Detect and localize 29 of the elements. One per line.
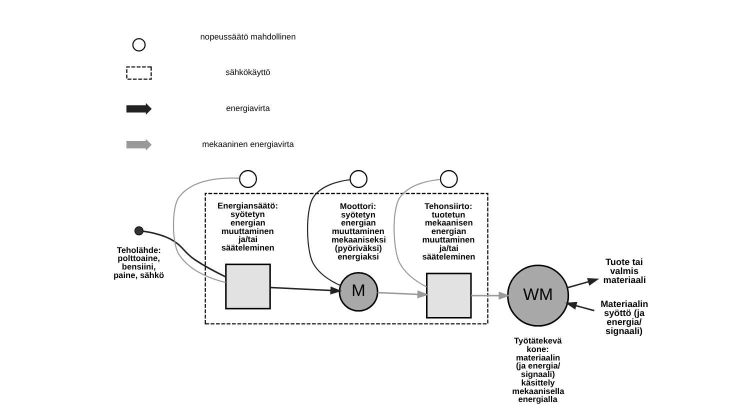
arrow bbox=[564, 302, 594, 312]
legend-label: energiavirta bbox=[226, 103, 270, 114]
legend-label: nopeussäätö mahdollinen bbox=[200, 31, 296, 42]
legend-label: mekaaninen energiavirta bbox=[202, 138, 294, 149]
node-circle bbox=[349, 170, 367, 188]
node-circle bbox=[134, 226, 144, 236]
legend-label: sähkökäyttö bbox=[225, 67, 270, 78]
node-label: Teholähde: polttoaine, bensiini, paine, sähkö bbox=[112, 244, 164, 280]
node-circle bbox=[238, 170, 256, 188]
node-box bbox=[426, 272, 472, 319]
node-text: Materiaalin syöttö (ja energia/ signaali) bbox=[600, 298, 648, 336]
node-circle bbox=[439, 170, 458, 188]
node-label: Moottori: syötetyn energian muuttaminen mekaaniseksi (pyöriväksi) energiaksi bbox=[330, 200, 386, 262]
node-circle: M bbox=[338, 272, 378, 312]
connector bbox=[172, 177, 240, 284]
node-box bbox=[224, 264, 270, 310]
arrow bbox=[270, 286, 342, 294]
connector bbox=[306, 179, 350, 286]
connector bbox=[393, 178, 440, 288]
cluster bbox=[204, 192, 488, 324]
node-label: Tehonsiirto: tuotetun mekaanisen energian muuttaminen ja/tai sääteleminen bbox=[422, 200, 475, 262]
node-label: Energiansäätö: syötetyn energian muuttaminen ja/tai sääteleminen bbox=[217, 200, 278, 253]
node-circle: WM bbox=[506, 264, 569, 327]
arrow bbox=[376, 290, 428, 298]
arrow bbox=[470, 292, 510, 300]
arrow bbox=[566, 278, 599, 288]
node-text: Tuote tai valmis materiaali bbox=[602, 256, 646, 286]
connector bbox=[142, 230, 226, 278]
node-label: Työtätekevä kone: materiaalin (ja energia/ signaali) käsittely mekaanisella energialla bbox=[512, 336, 564, 404]
